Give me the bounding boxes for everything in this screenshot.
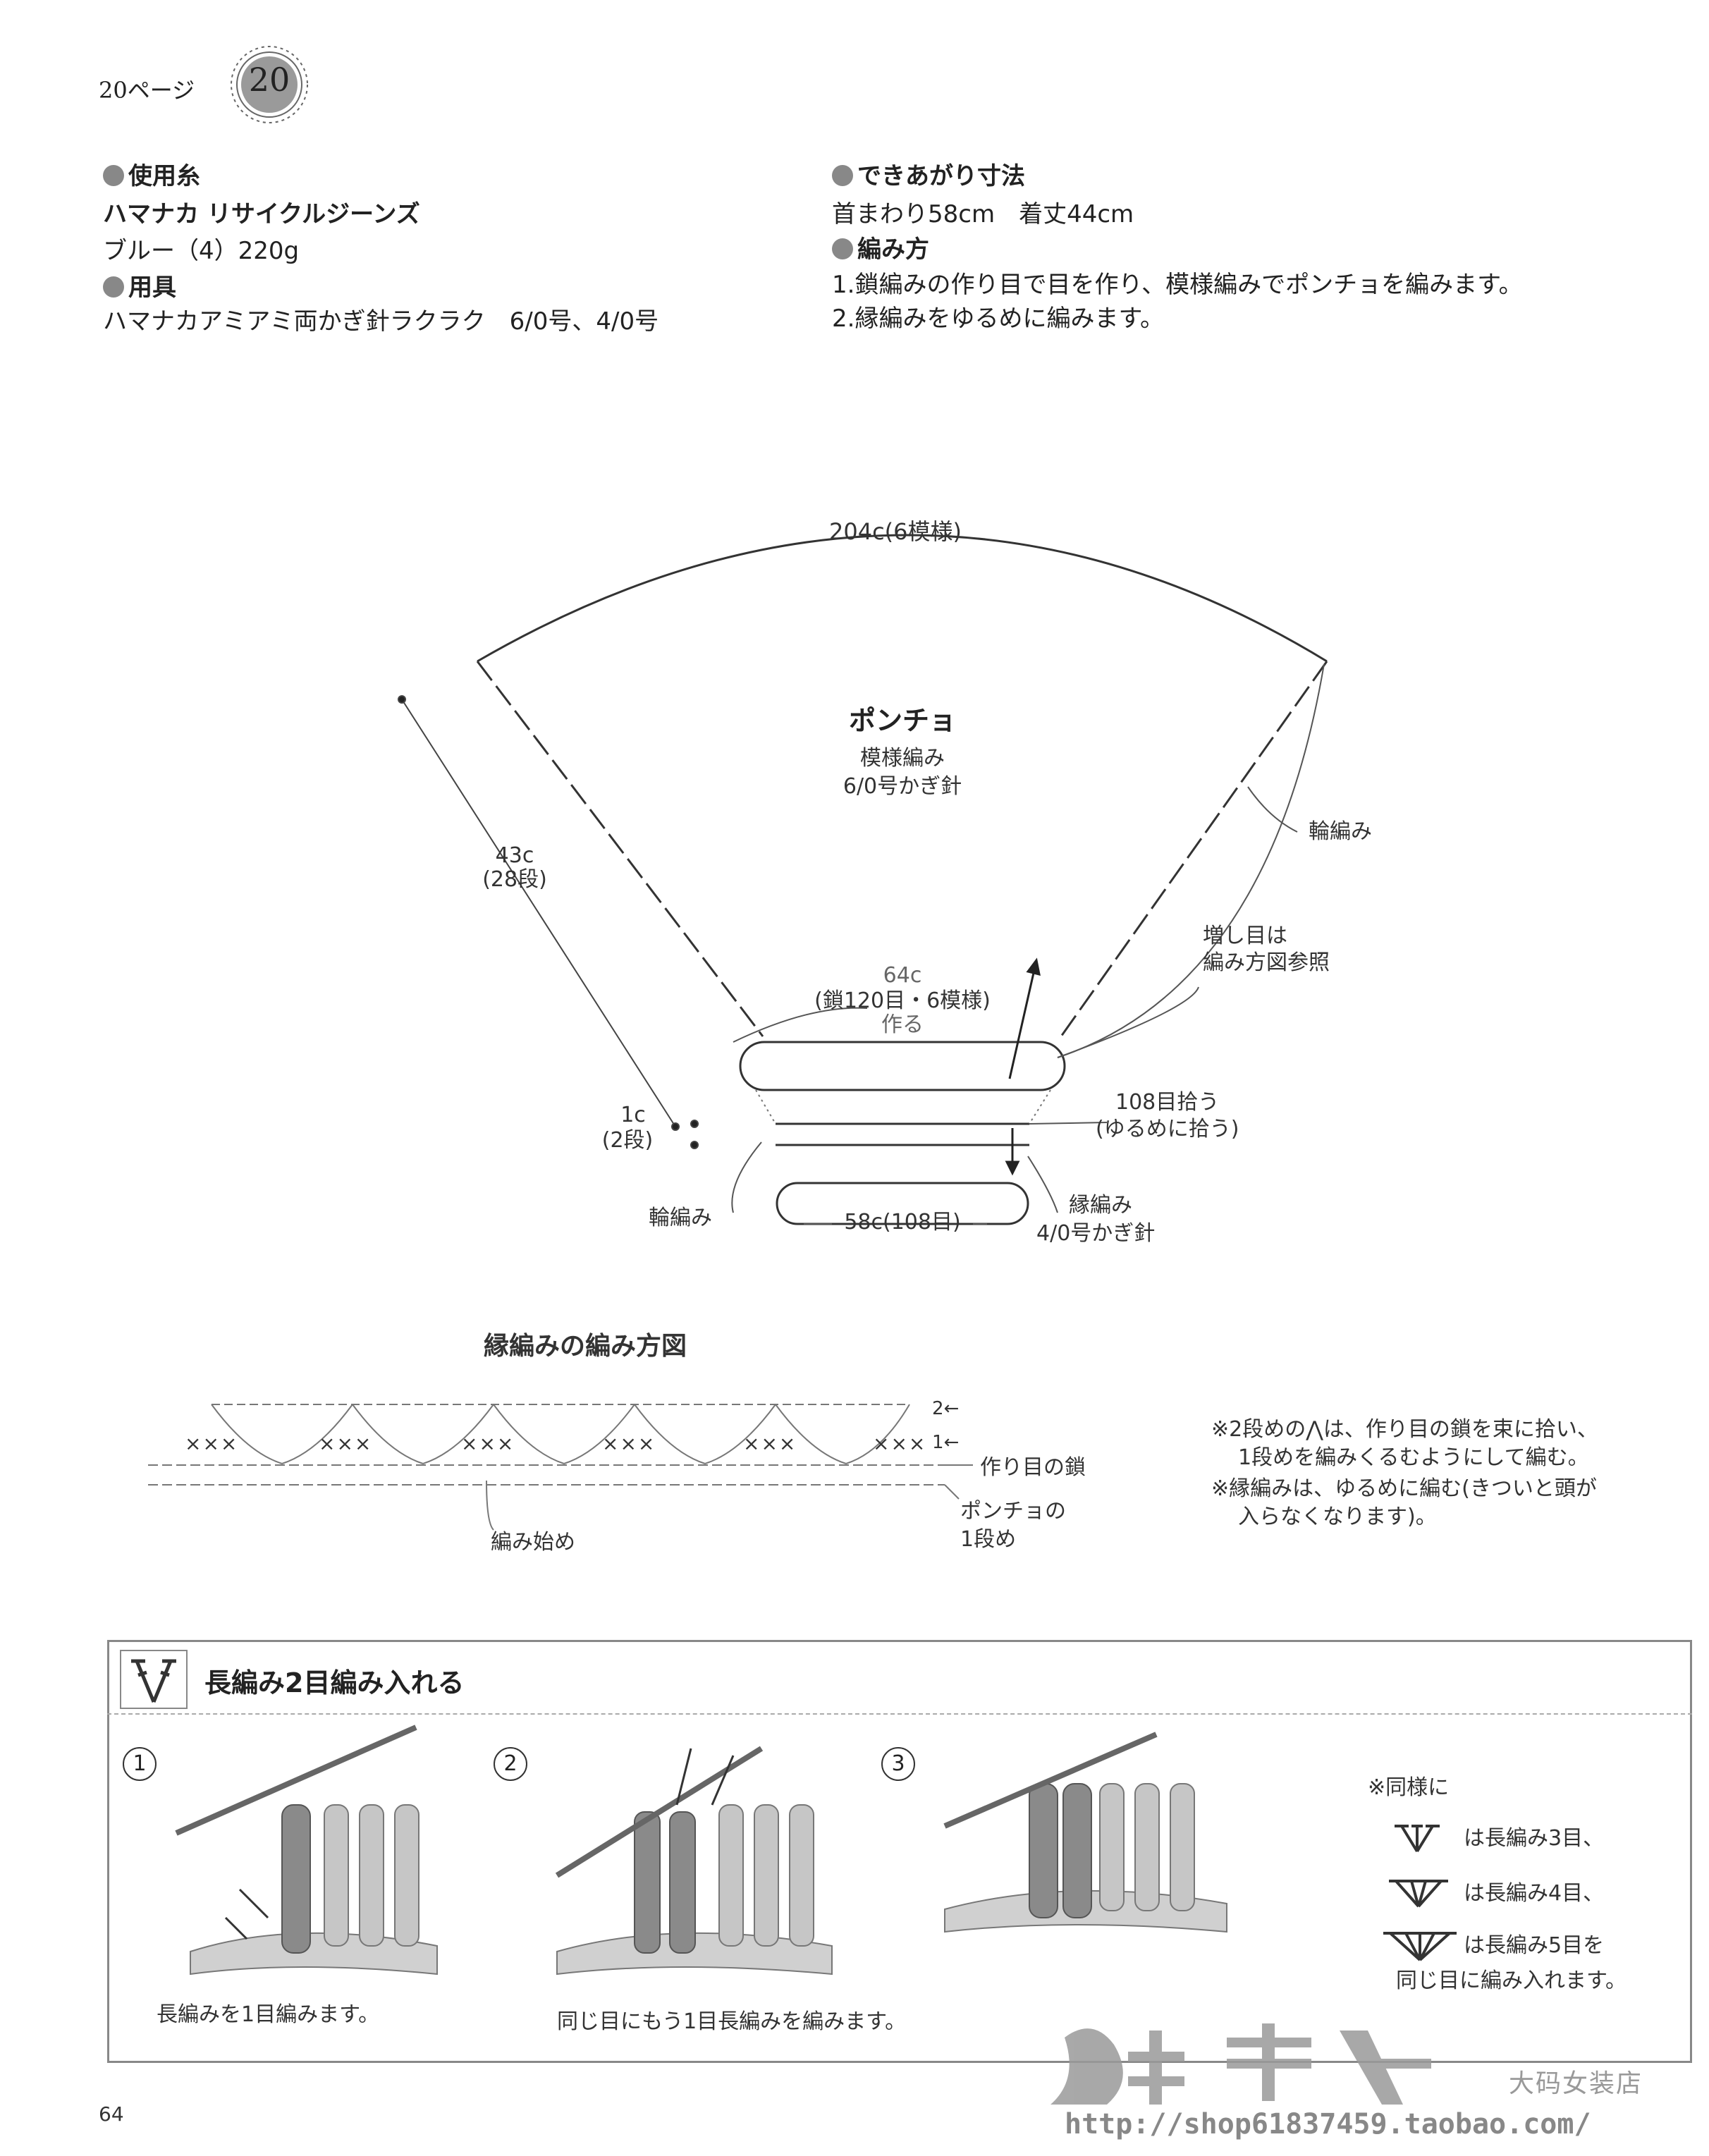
foundation-chain-label: 作り目の鎖 — [980, 1455, 1086, 1480]
technique-header — [107, 1640, 1692, 1715]
row1-stitches-c: ××× — [461, 1432, 515, 1455]
bullet-icon — [832, 238, 853, 259]
step-3-number: 3 — [881, 1747, 915, 1781]
hook-label: 6/0号かぎ針 — [843, 774, 962, 799]
top-width-label: 204c(6模様) — [828, 518, 962, 545]
shop-watermark-logo — [1036, 2016, 1544, 2108]
method-heading: 編み方 — [832, 233, 929, 267]
tools-heading: 用具 — [103, 271, 176, 305]
poncho-row-line-2: 1段め — [960, 1527, 1017, 1552]
start-width-label: 64c — [883, 963, 922, 988]
poncho-row-line-1: ポンチョの — [960, 1499, 1066, 1524]
yarn-name: ハマナカ リサイクルジーンズ — [103, 200, 420, 228]
step-1-caption: 長編みを1目編みます。 — [157, 2002, 380, 2027]
row1-stitches-d: ××× — [602, 1432, 656, 1455]
note-line-1: は長編み3目、 — [1464, 1826, 1605, 1851]
note-2-line-1: ※縁編みは、ゆるめに編む(きついと頭が — [1211, 1476, 1597, 1501]
increase-line-2: 編み方図参照 — [1203, 950, 1330, 975]
bullet-icon — [832, 165, 853, 186]
bullet-icon — [103, 276, 124, 298]
edging-label: 縁編み — [1069, 1193, 1132, 1218]
size-text: 首まわり58cm 着丈44cm — [832, 200, 1134, 228]
method-step-1: 1.鎖編みの作り目で目を作り、模様編みでポンチョを編みます。 — [832, 271, 1523, 299]
pattern-label: 模様編み — [860, 746, 945, 771]
note-line-4: 同じ目に編み入れます。 — [1396, 1968, 1627, 1993]
start-label: 編み始め — [491, 1530, 575, 1555]
side-length-label: 43c — [495, 843, 534, 868]
round-knit-right-label: 輪編み — [1309, 819, 1372, 844]
step-2-number: 2 — [494, 1747, 527, 1781]
size-heading: できあがり寸法 — [832, 159, 1025, 193]
bullet-icon — [103, 165, 124, 186]
start-count-label: (鎖120目・6模様) — [814, 988, 991, 1013]
note-line-3: は長編み5目を — [1464, 1933, 1605, 1958]
bottom-width-label: 58c(108目) — [844, 1210, 961, 1235]
row1-stitches-f: ××× — [873, 1432, 927, 1455]
step-2-caption: 同じ目にもう1目長編みを編みます。 — [557, 2009, 907, 2034]
row1-stitches-e: ××× — [743, 1432, 797, 1455]
poncho-title: ポンチョ — [848, 705, 956, 736]
pickup-line-2: (ゆるめに拾う) — [1096, 1117, 1239, 1141]
yarn-color: ブルー（4）220g — [103, 237, 300, 265]
round-knit-left-label: 輪編み — [649, 1206, 712, 1230]
note-1-line-1: ※2段めの⋀は、作り目の鎖を束に拾い、 — [1211, 1417, 1598, 1442]
edge-rows-label: (2段) — [601, 1128, 654, 1153]
edging-hook-label: 4/0号かぎ針 — [1036, 1221, 1156, 1246]
row-2-marker: 2← — [932, 1398, 960, 1419]
note-2-line-2: 入らなくなります)。 — [1238, 1505, 1437, 1529]
watermark-logo-icon — [1050, 2023, 1431, 2105]
method-step-2: 2.縁編みをゆるめに編みます。 — [832, 305, 1165, 333]
pickup-line-1: 108目拾う — [1115, 1090, 1220, 1115]
page-reference: 20ページ — [99, 77, 195, 104]
step-1-number: 1 — [123, 1747, 157, 1781]
yarn-heading: 使用糸 — [103, 159, 200, 193]
watermark-url: http://shop61837459.taobao.com/ — [1065, 2108, 1591, 2140]
increase-line-1: 増し目は — [1203, 924, 1287, 948]
flower-badge-icon — [231, 46, 308, 123]
page-badge-number: 20 — [248, 61, 290, 99]
technique-box — [107, 1640, 1692, 2063]
edge-size-label: 1c — [620, 1103, 646, 1127]
edging-chart-title: 縁編みの編み方図 — [484, 1332, 687, 1361]
page-badge: 20 — [227, 42, 312, 127]
side-rows-label: (28段) — [482, 867, 547, 892]
tools-text: ハマナカアミアミ両かぎ針ラクラク 6/0号、4/0号 — [103, 307, 659, 336]
double-crochet-increase-symbol-icon — [120, 1650, 188, 1709]
page-number: 64 — [99, 2102, 124, 2126]
note-title: ※同様に — [1368, 1775, 1450, 1800]
row1-stitches-b: ××× — [319, 1432, 373, 1455]
technique-title: 長編み2目編み入れる — [204, 1667, 465, 1698]
note-line-2: は長編み4目、 — [1464, 1881, 1605, 1906]
start-make-label: 作る — [881, 1012, 924, 1037]
row-1-marker: 1← — [932, 1432, 960, 1453]
row1-stitches-a: ××× — [185, 1432, 239, 1455]
note-1-line-2: 1段めを編みくるむようにして編む。 — [1238, 1445, 1589, 1470]
watermark-brand: 大码女装店 — [1509, 2069, 1643, 2098]
